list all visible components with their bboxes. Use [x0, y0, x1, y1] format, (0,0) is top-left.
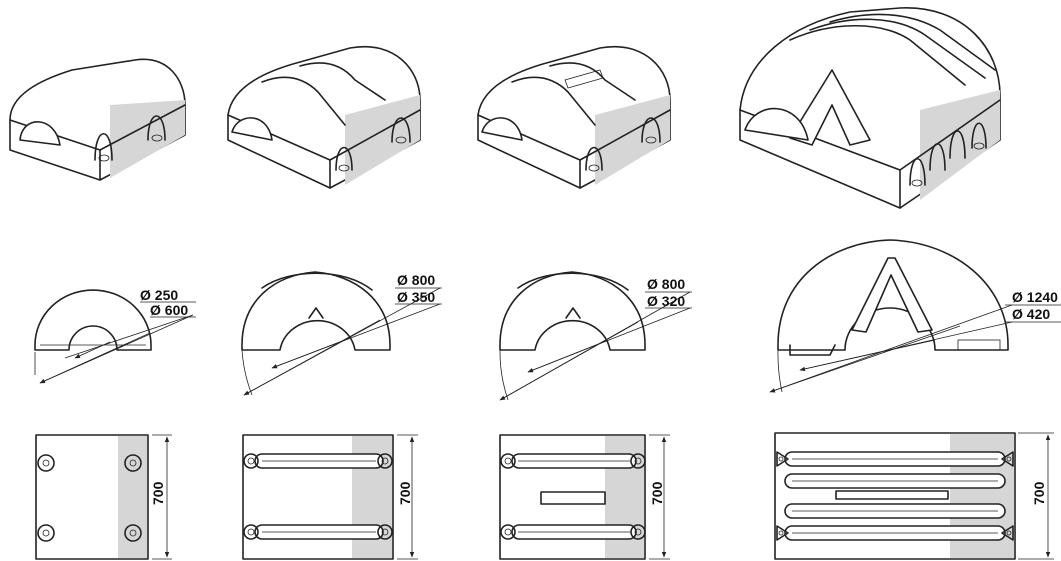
fender-2-outer-diameter-label: Ø 800: [397, 272, 435, 288]
fender-4-length-label: 700: [1031, 481, 1047, 505]
fender-2-length-label: 700: [397, 481, 413, 505]
fender-3-isometric-view: [477, 45, 671, 189]
fender-1-top-view: 700: [35, 434, 172, 560]
fender-2-top-view: 700: [242, 434, 418, 560]
mounting-hole-icon: [500, 453, 646, 540]
fender-1-isometric-view: [9, 58, 186, 181]
fender-3-top-view: 700: [499, 434, 670, 560]
fender-1-outer-diameter-label: Ø 600: [150, 302, 188, 318]
fender-1-inner-diameter-label: Ø 250: [140, 287, 178, 303]
fender-4-front-view: Ø 1240 Ø 420: [769, 239, 1061, 393]
fender-2-inner-diameter-label: Ø 350: [397, 289, 435, 305]
fender-4-isometric-view: [739, 7, 1001, 209]
fender-4-inner-diameter-label: Ø 420: [1012, 306, 1050, 322]
fender-1-length-label: 700: [150, 481, 166, 505]
fender-3-outer-diameter-label: Ø 800: [647, 276, 685, 292]
fender-2-isometric-view: [227, 45, 421, 189]
fender-3-front-view: Ø 800 Ø 320: [499, 271, 692, 401]
fender-3-inner-diameter-label: Ø 320: [647, 293, 685, 309]
mounting-hole-icon: [776, 451, 1014, 541]
mounting-hole-icon: [37, 454, 142, 542]
fender-4-top-view: 700: [774, 432, 1054, 560]
mounting-hole-icon: [243, 453, 393, 540]
fender-3-length-label: 700: [649, 481, 665, 505]
fender-2-front-view: Ø 800 Ø 350: [241, 271, 442, 396]
fender-1-front-view: Ø 250 Ø 600: [34, 287, 196, 384]
fender-4-outer-diameter-label: Ø 1240: [1012, 289, 1058, 305]
